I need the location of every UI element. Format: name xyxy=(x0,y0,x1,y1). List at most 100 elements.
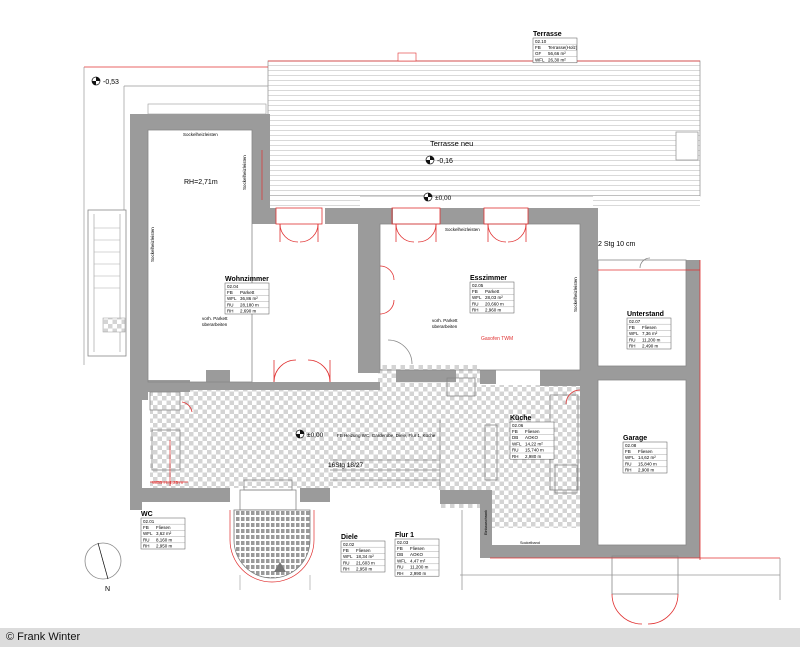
red-guides xyxy=(150,150,263,486)
room-field-key: RU xyxy=(472,301,479,306)
room-field-key: WFL xyxy=(227,296,237,301)
room-field-value: 11,200 m xyxy=(410,565,429,570)
room-number: 02.01 xyxy=(143,519,155,524)
room-field-key: FB xyxy=(535,45,541,50)
room-name: WC xyxy=(141,511,153,518)
terrace-deck xyxy=(147,52,701,210)
room-field-key: WFL xyxy=(535,57,545,62)
room-field-value: 56,66 m² xyxy=(548,51,566,56)
room-field-value: 14,22 m² xyxy=(525,441,543,446)
doors xyxy=(181,207,679,625)
level-marker-c: ±0,00 xyxy=(423,192,452,202)
label-sockel-3: Sockelheizleisten xyxy=(242,155,247,190)
level-marker-a: -0,53 xyxy=(91,76,119,86)
room-name: Terrasse xyxy=(533,31,562,38)
room-stamp-box xyxy=(224,282,270,315)
room-field-key: WFL xyxy=(512,441,522,446)
room-field-value: 28,180 m xyxy=(240,302,259,307)
room-field-value: Fliesen xyxy=(410,546,425,551)
room-name: Küche xyxy=(510,415,532,422)
room-field-key: WFL xyxy=(343,554,353,559)
room-stamp-box xyxy=(622,441,668,474)
room-field-key: RU xyxy=(227,302,234,307)
room-field-value: 8,160 m xyxy=(156,537,173,542)
room-field-value: Fliesen xyxy=(638,449,653,454)
room-field-value: 36,86 m² xyxy=(240,296,258,301)
room-field-value: 2,490 m xyxy=(642,344,659,349)
room-field-key: RU xyxy=(343,560,350,565)
svg-text:±0,00: ±0,00 xyxy=(435,195,452,202)
room-name: Diele xyxy=(341,534,358,541)
room-number: 02.03 xyxy=(397,540,409,545)
svg-text:±0,00: ±0,00 xyxy=(307,432,324,439)
label-vorh-parkett-ess: vorh. Parkett xyxy=(432,318,458,323)
room-field-value: 11,200 m xyxy=(642,337,661,342)
floor-plan: -0,53 -0,16 ±0,00 ±0,00 RH=2,71m Terrass… xyxy=(83,31,781,625)
room-field-key: FB xyxy=(629,325,635,330)
label-kueche-note-a: Einbauschrank xyxy=(484,510,488,535)
label-stg-top: 2 Stg 10 cm xyxy=(598,241,636,248)
room-field-value: 28,03 m² xyxy=(485,295,503,300)
room-field-value: 4,47 m² xyxy=(410,558,426,563)
room-field-value: 2,990 m xyxy=(410,571,427,576)
room-field-key: RU xyxy=(143,537,150,542)
room-field-value: 26,30 m² xyxy=(548,57,566,62)
left-exterior xyxy=(83,66,268,365)
level-marker-b: -0,16 xyxy=(425,155,453,165)
room-field-value: Fliesen xyxy=(156,525,171,530)
room-field-key: WFL xyxy=(629,331,639,336)
room-field-key: RH xyxy=(143,544,150,549)
footer-bar: © Frank Winter xyxy=(0,628,800,647)
room-field-value: 2,900 m xyxy=(638,468,655,473)
fixtures xyxy=(147,129,781,600)
room-field-key: WFL xyxy=(397,558,407,563)
room-stamp-box xyxy=(626,317,672,350)
room-stamp-box xyxy=(140,517,186,550)
room-field-key: FB xyxy=(143,525,149,530)
room-name: Garage xyxy=(623,435,647,442)
room-field-value: Terrasse(Holz) xyxy=(548,45,578,50)
label-sockel-2: Sockelheizleisten xyxy=(445,227,480,232)
room-field-key: FB xyxy=(227,290,233,295)
room-number: 02.04 xyxy=(227,284,239,289)
room-field-key: RU xyxy=(397,565,404,570)
room-field-value: 2,980 m xyxy=(525,454,542,459)
room-field-key: FB xyxy=(397,546,403,551)
svg-text:-0,16: -0,16 xyxy=(437,158,453,165)
label-sockel-4: Sockelheizleisten xyxy=(150,227,155,262)
room-number: 02.10 xyxy=(535,39,547,44)
room-name: Esszimmer xyxy=(470,275,507,282)
room-field-value: 2,960 m xyxy=(485,308,502,313)
room-name: Flur 1 xyxy=(395,532,414,539)
label-kueche-note-b: Sockelband xyxy=(520,541,540,545)
entrance-porch xyxy=(229,509,315,590)
room-field-key: DB xyxy=(397,552,403,557)
level-marker-d: ±0,00 xyxy=(295,429,324,439)
room-field-value: 7,36 m² xyxy=(642,331,658,336)
copyright-text: © Frank Winter xyxy=(6,631,81,643)
north-label: N xyxy=(105,586,110,593)
room-field-key: FB xyxy=(625,449,631,454)
room-field-value: 3,62 m² xyxy=(156,531,172,536)
room-field-value: AOKO xyxy=(410,552,424,557)
north-arrow: N xyxy=(84,542,122,593)
label-fb-note: FB Heizung WC, Garderobe, Diele, Flur 1,… xyxy=(337,433,436,438)
room-field-key: WFL xyxy=(625,455,635,460)
room-number: 02.08 xyxy=(625,443,637,448)
label-gasofen: Gasofen TWM xyxy=(481,336,513,342)
room-field-key: RU xyxy=(629,337,636,342)
room-field-key: FB xyxy=(472,289,478,294)
room-field-value: 2,690 m xyxy=(240,309,257,314)
room-field-key: GF xyxy=(535,51,542,56)
room-field-key: DB xyxy=(512,435,518,440)
room-field-key: FB xyxy=(512,429,518,434)
room-number: 02.06 xyxy=(512,423,524,428)
